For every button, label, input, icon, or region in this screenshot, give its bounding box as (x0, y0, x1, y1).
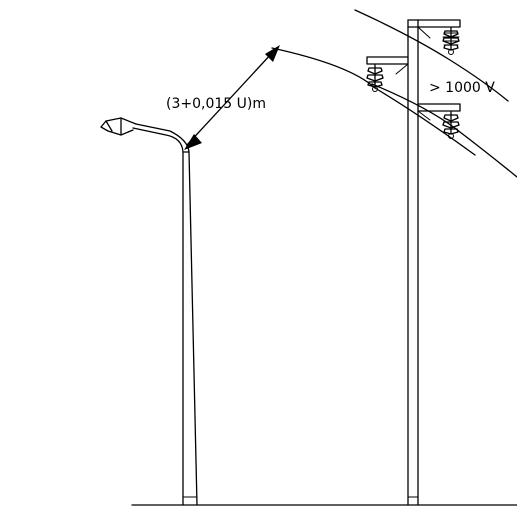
insulator-icon (442, 111, 460, 139)
clearance-label: (3+0,015 U)m (166, 96, 266, 112)
transmission-pole (366, 19, 461, 506)
street-lamp-icon (100, 117, 137, 136)
street-lamp (100, 117, 198, 506)
conductor-lower (371, 83, 517, 178)
clearance-dimension (184, 45, 280, 150)
lamp-arm (132, 127, 184, 153)
arrowhead-top (265, 45, 280, 62)
insulator-icon (442, 27, 460, 55)
insulator-icon (366, 64, 384, 92)
lamp-pole (182, 151, 198, 506)
lamp-arm-inner (135, 123, 190, 153)
cross-arm-left (366, 56, 409, 65)
cross-arm-bottom (417, 103, 461, 112)
voltage-label: > 1000 V (429, 80, 495, 96)
cross-arm-top (407, 19, 461, 28)
conductor-main (271, 47, 476, 156)
conductor-outer (354, 9, 509, 102)
arrowhead-bottom (184, 134, 202, 150)
